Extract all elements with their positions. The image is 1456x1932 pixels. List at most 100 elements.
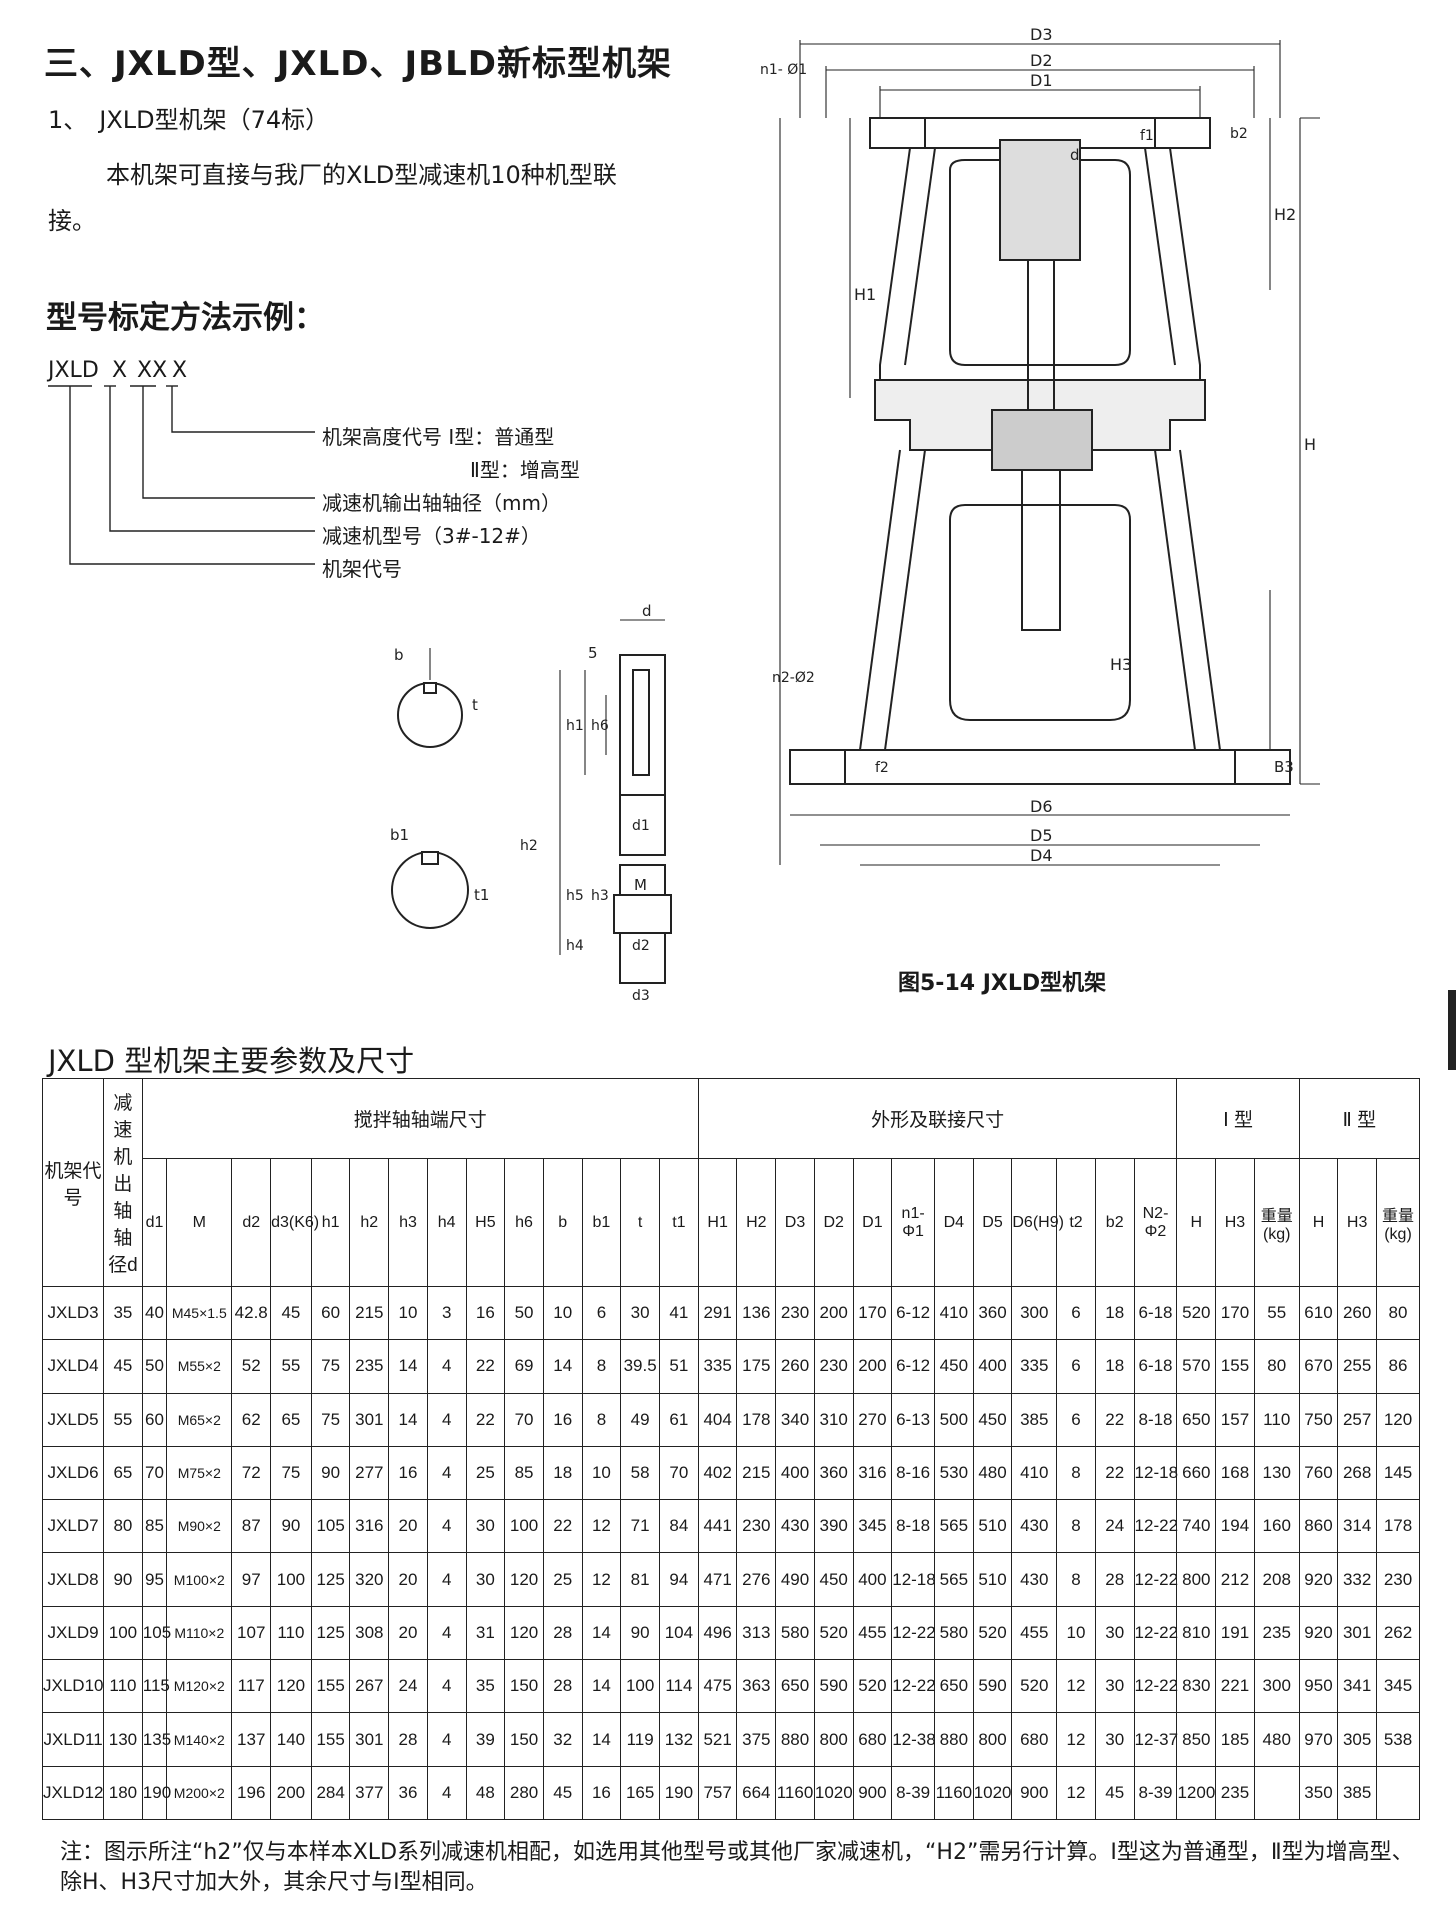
table-cell: 20 — [388, 1605, 428, 1661]
table-cell: 165 — [620, 1765, 660, 1820]
table-cell: 190 — [658, 1765, 699, 1820]
table-cell: 55 — [270, 1339, 312, 1394]
table-cell: 1200 — [1176, 1765, 1217, 1820]
table-cell: 4 — [426, 1765, 467, 1820]
table-cell: 6-12 — [891, 1285, 935, 1341]
table-cell: 12-37 — [1133, 1712, 1178, 1767]
table-cell: M200×2 — [166, 1765, 233, 1820]
table-cell — [1253, 1765, 1300, 1820]
table-cell: 30 — [465, 1499, 506, 1554]
shaft-end-drawing: d 5 h1 h6 d1 h2 M h5 h3 h4 d2 d3 b t b1 … — [390, 602, 672, 1004]
table-cell: 80 — [1253, 1339, 1300, 1394]
table-cell: 410 — [1011, 1445, 1058, 1501]
column-header: N2-Φ2 — [1133, 1158, 1178, 1287]
table-cell: 660 — [1176, 1445, 1217, 1501]
figure-caption: 图5-14 JXLD型机架 — [898, 971, 1107, 996]
table-cell: 120 — [504, 1605, 544, 1661]
table-cell: 430 — [1011, 1552, 1058, 1607]
table-cell: 268 — [1337, 1445, 1377, 1501]
label-D1: D1 — [1030, 71, 1053, 90]
table-cell: 1020 — [813, 1765, 854, 1820]
table-cell: 4 — [426, 1605, 467, 1661]
column-header: H — [1176, 1158, 1217, 1287]
table-cell: 105 — [141, 1605, 171, 1661]
table-cell: 490 — [775, 1552, 815, 1607]
column-header: h4 — [426, 1158, 467, 1287]
table-cell: 12-18 — [1133, 1445, 1178, 1501]
label-H3: H3 — [1110, 655, 1132, 674]
table-cell: 350 — [1298, 1765, 1339, 1820]
column-header: H3 — [1337, 1158, 1377, 1287]
table-cell: 61 — [658, 1392, 699, 1447]
column-header: H1 — [697, 1158, 738, 1287]
column-header: h2 — [349, 1158, 390, 1287]
table-cell: 920 — [1298, 1605, 1339, 1661]
model-code-part2: XX — [137, 358, 168, 383]
table-cell: 42.8 — [231, 1285, 272, 1341]
table-cell: JXLD12 — [41, 1765, 105, 1820]
table-cell: 276 — [736, 1552, 777, 1607]
table-cell: 520 — [852, 1659, 893, 1714]
table-cell: 114 — [658, 1659, 699, 1714]
label-D6: D6 — [1030, 797, 1053, 816]
table-cell: 107 — [231, 1605, 272, 1661]
table-cell: 455 — [1011, 1605, 1058, 1661]
column-header: b1 — [581, 1158, 622, 1287]
table-cell: 230 — [775, 1285, 815, 1341]
table-cell: 130 — [103, 1712, 143, 1767]
table-cell: 10 — [1056, 1605, 1096, 1661]
table-cell: 14 — [388, 1339, 428, 1394]
table-cell: 140 — [270, 1712, 312, 1767]
table-cell: 120 — [504, 1552, 544, 1607]
table-cell: 430 — [775, 1499, 815, 1554]
table-cell: 22 — [542, 1499, 583, 1554]
table-cell: 75 — [310, 1339, 351, 1394]
table-cell: 16 — [465, 1285, 506, 1341]
label-D5: D5 — [1030, 826, 1053, 845]
table-cell: 12-22 — [891, 1659, 936, 1714]
table-cell: 178 — [1376, 1499, 1420, 1554]
table-cell: 8-39 — [891, 1765, 935, 1820]
table-cell: 155 — [1215, 1339, 1255, 1394]
table-cell: 215 — [349, 1285, 390, 1341]
table-cell: 650 — [934, 1659, 974, 1714]
label-shaft-h3: h3 — [591, 888, 609, 904]
table-cell: 255 — [1337, 1339, 1377, 1394]
label-key-b1: b1 — [390, 826, 409, 844]
table-cell: 565 — [934, 1499, 974, 1554]
table-cell: 81 — [620, 1552, 660, 1607]
table-cell: 90 — [620, 1605, 660, 1661]
table-cell: 14 — [581, 1605, 622, 1661]
model-code-part1: X — [112, 358, 128, 383]
label-shaft-5: 5 — [588, 644, 598, 662]
table-cell: 520 — [972, 1605, 1013, 1661]
column-header: d2 — [231, 1158, 272, 1287]
table-cell: 12 — [1056, 1659, 1096, 1714]
table-cell: M110×2 — [166, 1605, 233, 1661]
table-cell: 18 — [1094, 1285, 1135, 1341]
table-cell: 291 — [697, 1285, 738, 1341]
table-cell: 10 — [581, 1445, 622, 1501]
table-cell: 430 — [1011, 1499, 1058, 1554]
table-cell: JXLD4 — [41, 1339, 105, 1394]
table-cell: 830 — [1176, 1659, 1217, 1714]
column-header: D5 — [972, 1158, 1013, 1287]
table-cell: 510 — [972, 1552, 1013, 1607]
column-header: t2 — [1056, 1158, 1096, 1287]
table-cell: 4 — [426, 1445, 467, 1501]
table-cell: 590 — [972, 1659, 1013, 1714]
table-cell: 500 — [934, 1392, 974, 1447]
table-cell: 610 — [1298, 1285, 1339, 1341]
label-H2: H2 — [1274, 205, 1296, 224]
table-cell: JXLD9 — [41, 1605, 105, 1661]
table-cell: 301 — [349, 1392, 390, 1447]
table-cell: 8-16 — [891, 1445, 935, 1501]
table-cell: 110 — [103, 1659, 143, 1714]
table-cell: 117 — [231, 1659, 272, 1714]
table-cell: 480 — [972, 1445, 1013, 1501]
table-cell: 30 — [465, 1552, 506, 1607]
table-cell: 132 — [658, 1712, 699, 1767]
